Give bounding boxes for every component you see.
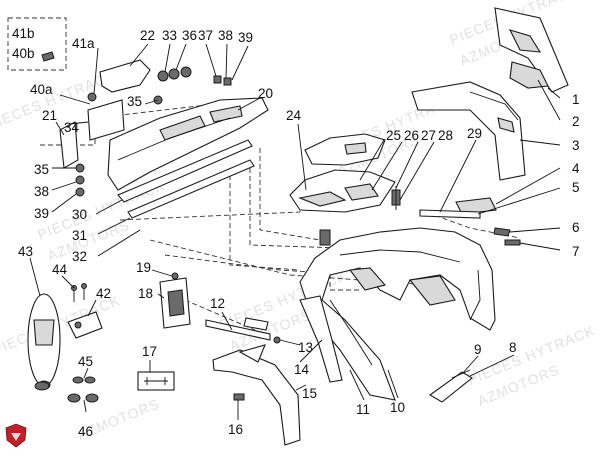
part-label: 26 bbox=[404, 128, 419, 143]
part-17-tool bbox=[137, 371, 175, 391]
part-label: 38 bbox=[34, 184, 49, 199]
part-22-cover-plate bbox=[99, 59, 151, 93]
part-label: 31 bbox=[72, 228, 87, 243]
part-12-13-strip bbox=[205, 317, 281, 344]
watermark-text: PIECES HYTRACK bbox=[0, 292, 122, 358]
part-6-clip bbox=[493, 227, 511, 237]
part-18-bracket bbox=[159, 272, 191, 329]
part-3-fender-cover bbox=[411, 81, 526, 181]
part-14-side-trim bbox=[299, 295, 343, 383]
part-label: 28 bbox=[438, 128, 453, 143]
part-label: 45 bbox=[78, 354, 93, 369]
part-label: 36 bbox=[182, 28, 197, 43]
part-label: 18 bbox=[138, 286, 153, 301]
part-label: 2 bbox=[572, 114, 580, 129]
small-fasteners-front bbox=[41, 51, 232, 197]
part-30-32-front-bars bbox=[117, 139, 255, 219]
part-label: 38 bbox=[218, 28, 233, 43]
part-label: 13 bbox=[298, 340, 313, 355]
part-1-side-panel bbox=[494, 7, 569, 93]
part-label: 41a bbox=[72, 36, 95, 51]
part-label: 29 bbox=[467, 126, 482, 141]
part-label: 41b bbox=[12, 26, 35, 41]
part-42-mount bbox=[67, 311, 103, 339]
part-label: 7 bbox=[572, 244, 580, 259]
part-24-storage-box bbox=[289, 169, 396, 246]
part-label: 16 bbox=[228, 422, 243, 437]
part-21-bracket bbox=[59, 121, 79, 169]
part-label: 27 bbox=[421, 128, 436, 143]
part-label: 1 bbox=[572, 92, 580, 107]
part-5-strip bbox=[419, 209, 481, 219]
part-label: 10 bbox=[390, 400, 405, 415]
part-16-clip bbox=[233, 393, 245, 401]
part-label: 39 bbox=[34, 206, 49, 221]
part-label: 40a bbox=[30, 82, 53, 97]
part-label: 34 bbox=[64, 120, 80, 135]
leader-lines bbox=[29, 43, 561, 420]
part-label: 30 bbox=[72, 207, 87, 222]
part-34-plate bbox=[87, 99, 125, 141]
brand-shield-icon bbox=[5, 423, 27, 448]
part-15-fender-flare bbox=[212, 344, 301, 446]
part-number-labels: 1 2 3 4 5 6 7 8 9 10 11 12 13 14 15 16 1… bbox=[12, 26, 580, 439]
part-25-seat-cap bbox=[304, 133, 386, 166]
part-45-46-nuts bbox=[34, 376, 99, 403]
part-43-mirror bbox=[27, 293, 61, 390]
part-label: 22 bbox=[140, 28, 155, 43]
part-label: 40b bbox=[12, 46, 35, 61]
part-label: 17 bbox=[142, 344, 157, 359]
part-label: 24 bbox=[286, 108, 302, 123]
part-label: 15 bbox=[302, 386, 317, 401]
part-label: 44 bbox=[52, 262, 68, 277]
part-label: 20 bbox=[258, 86, 273, 101]
part-label: 5 bbox=[572, 180, 580, 195]
part-label: 3 bbox=[572, 138, 580, 153]
part-label: 35 bbox=[34, 162, 49, 177]
part-label: 4 bbox=[572, 161, 580, 176]
part-label: 9 bbox=[474, 342, 482, 357]
part-4-bracket bbox=[455, 197, 497, 215]
part-label: 43 bbox=[18, 244, 33, 259]
part-label: 11 bbox=[356, 402, 370, 417]
part-label: 19 bbox=[136, 260, 151, 275]
part-20-front-body bbox=[107, 97, 269, 191]
part-label: 46 bbox=[78, 424, 93, 439]
part-label: 35 bbox=[127, 94, 142, 109]
part-label: 25 bbox=[386, 128, 401, 143]
part-label: 12 bbox=[210, 296, 225, 311]
part-label: 6 bbox=[572, 220, 580, 235]
part-label: 39 bbox=[238, 30, 253, 45]
part-8-9-rod bbox=[428, 369, 473, 403]
part-label: 32 bbox=[72, 249, 87, 264]
part-label: 21 bbox=[42, 108, 57, 123]
part-label: 33 bbox=[162, 28, 177, 43]
part-label: 14 bbox=[294, 362, 310, 377]
part-label: 42 bbox=[96, 286, 111, 301]
part-label: 8 bbox=[509, 340, 517, 355]
part-44-bolts bbox=[71, 283, 87, 302]
part-7-screw bbox=[504, 239, 521, 246]
part-26-28-small-parts bbox=[391, 186, 401, 210]
part-label: 37 bbox=[198, 28, 213, 43]
